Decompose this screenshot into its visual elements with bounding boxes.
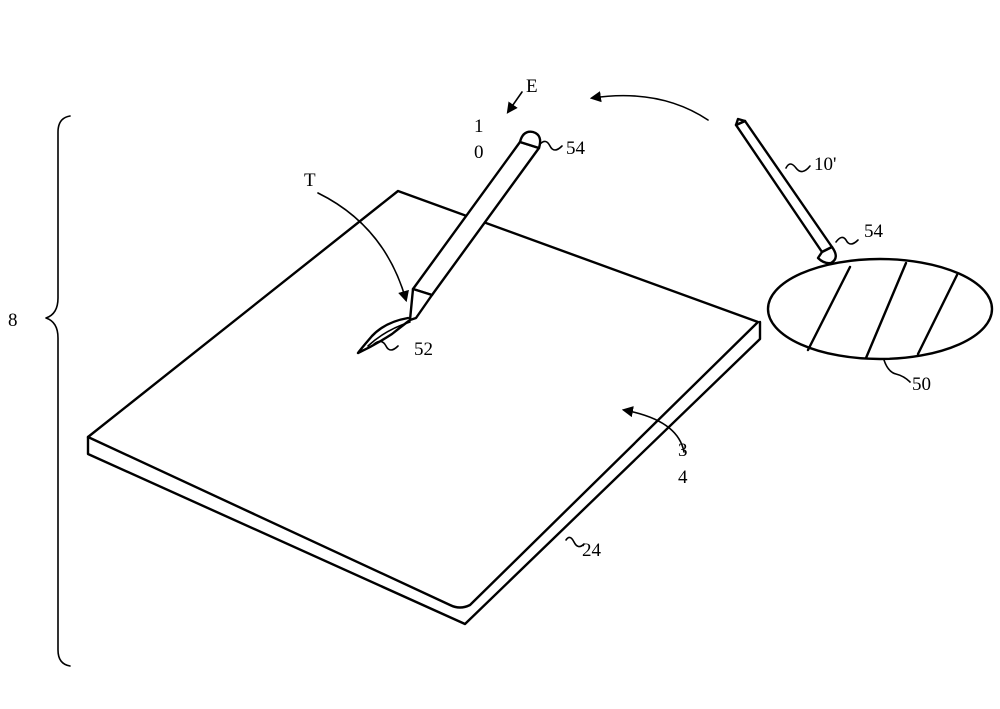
- label-cap: 54: [566, 138, 586, 159]
- label-device: 24: [582, 540, 602, 561]
- stylus-taper: [408, 287, 434, 322]
- stylus-alt: [734, 117, 837, 265]
- label-stylus-digit-1: 1: [474, 116, 484, 137]
- tablet-device: [86, 189, 762, 626]
- label-assembly: 8: [8, 310, 18, 331]
- ink-trace: [356, 316, 412, 355]
- label-detail: 50: [912, 374, 931, 395]
- stylus-alt-body: [734, 119, 834, 254]
- label-cap-alt: 54: [864, 221, 884, 242]
- label-surface-digit-2: 4: [678, 467, 688, 488]
- trace-leader: [317, 192, 409, 303]
- detail-view: [766, 257, 994, 361]
- ink-trace-inner: [367, 321, 411, 347]
- assembly-brace: [45, 115, 71, 667]
- surface-arrow: [621, 406, 685, 453]
- label-stylus-alt: 10': [814, 154, 836, 175]
- stylus-main: [408, 130, 542, 322]
- label-direction: E: [526, 76, 538, 97]
- label-stylus-digit-2: 0: [474, 142, 484, 163]
- direction-arrow: [506, 91, 523, 114]
- label-surface-digit-1: 3: [678, 440, 688, 461]
- motion-arrow: [589, 91, 709, 121]
- stylus-alt-tip: [734, 117, 747, 127]
- tablet-side: [86, 320, 762, 626]
- detail-ellipse: [766, 257, 994, 361]
- label-trace: T: [304, 170, 316, 191]
- label-tip: 52: [414, 339, 433, 360]
- tablet-top: [86, 189, 760, 609]
